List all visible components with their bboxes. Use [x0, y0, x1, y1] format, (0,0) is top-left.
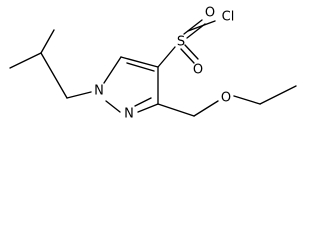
bond-c3-methylene	[157, 103, 195, 117]
bond-sulfur-oxygen-bottom-a	[180, 48, 195, 64]
bond-n2-n1	[105, 100, 121, 113]
bond-isobutyl-methyl-top	[40, 29, 55, 54]
atom-label-ether-oxygen: O	[221, 91, 231, 106]
atom-label-chlorine: Cl	[222, 10, 235, 25]
atom-label-oxygen-bottom: O	[193, 63, 203, 78]
bond-n1-c5	[103, 56, 122, 84]
bond-ether-oxygen-ethyl	[233, 95, 261, 105]
bond-methylene-ether-oxygen	[193, 100, 219, 117]
bond-isobutyl-methine-methylene	[40, 52, 68, 99]
bond-c3-n2-double	[134, 97, 152, 107]
atom-label-oxygen-top: O	[205, 6, 215, 21]
atom-label-n1: N	[94, 84, 104, 99]
bond-c5-c4-double	[126, 62, 155, 72]
atom-label-sulfur: S	[177, 35, 185, 50]
atom-label-n2: N	[124, 107, 134, 122]
bond-sulfur-oxygen-bottom-b	[184, 44, 199, 60]
bond-c3-n2	[137, 103, 159, 113]
bond-sulfur-chlorine	[187, 20, 216, 32]
bond-isobutyl-methyl-left	[9, 52, 42, 69]
bond-c5-c4	[120, 56, 159, 68]
chemical-structure: N N S O O Cl O	[9, 6, 297, 122]
bond-sulfur-oxygen-top-a	[183, 19, 203, 35]
bond-methylene-nitrogen	[66, 91, 92, 99]
bond-c4-sulfur	[157, 46, 176, 68]
bond-ethyl	[259, 85, 297, 105]
